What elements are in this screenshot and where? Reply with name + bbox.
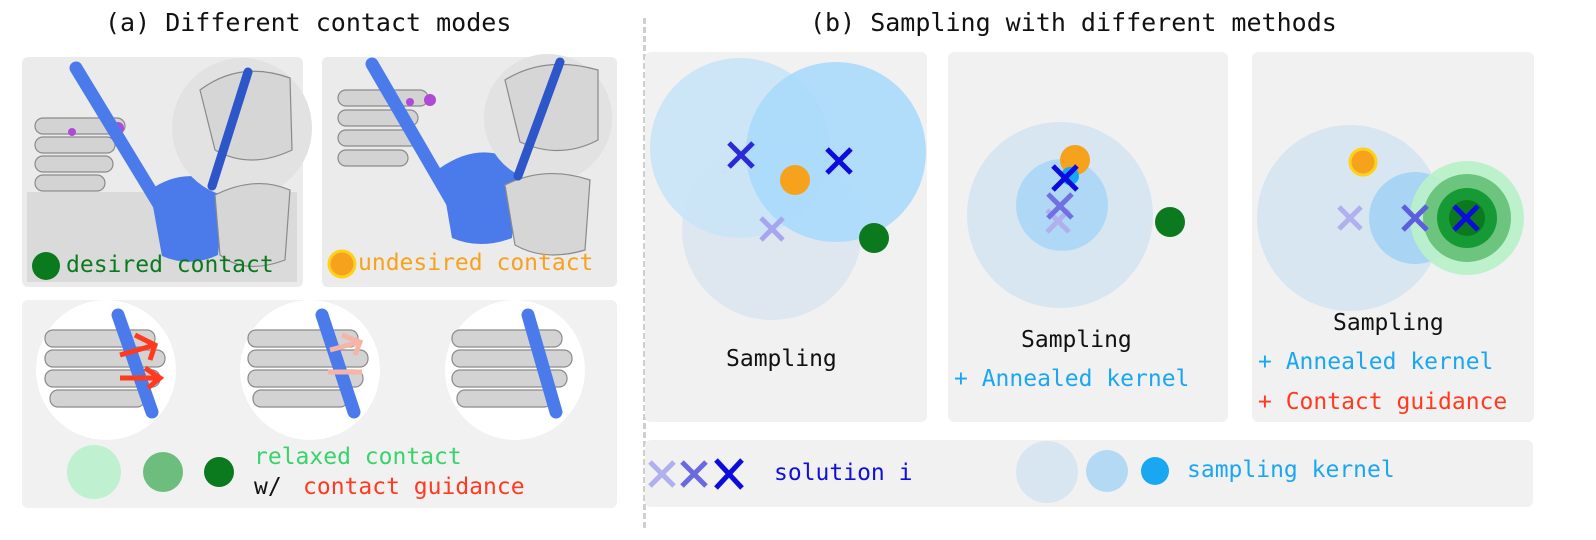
panel1-caption: Sampling (726, 346, 837, 372)
legend-solution-icon (680, 460, 708, 488)
desired-contact-dot (859, 223, 889, 253)
legend-kernel-label: sampling kernel (1187, 457, 1395, 483)
legend-kernel-medium (1086, 450, 1128, 492)
section-divider (643, 18, 646, 528)
panel3-annealed-label: + Annealed kernel (1258, 349, 1494, 375)
relaxed-dot-medium (143, 452, 183, 492)
cup-icon (150, 176, 225, 262)
legend-solution-icon (648, 460, 676, 488)
solution-cross-icon (1051, 164, 1079, 192)
section-a-title: (a) Different contact modes (105, 8, 512, 37)
desired-contact-label: desired contact (66, 252, 274, 278)
undesired-contact-dot (780, 165, 810, 195)
legend-solution-label: solution i (774, 460, 913, 486)
undesired-contact-label: undesired contact (358, 250, 594, 276)
panel3-guidance-label: + Contact guidance (1258, 389, 1508, 415)
panel3-caption: Sampling (1333, 310, 1444, 336)
undesired-contact-dot (327, 249, 357, 279)
legend-kernel-large (1016, 441, 1078, 503)
legend-solution-icon (714, 458, 744, 490)
contact-guidance-label: contact guidance (303, 474, 525, 500)
relaxed-contact-label: relaxed contact (254, 444, 462, 470)
desired-contact-render (27, 58, 312, 282)
sampling-panel-3-graphic (1257, 125, 1524, 311)
guidance-prefix-label: w/ (254, 474, 282, 500)
undesired-contact-dot (1348, 147, 1378, 177)
solution-cross-icon (1337, 205, 1363, 231)
panel2-caption: Sampling (1021, 327, 1132, 353)
desired-contact-dot (32, 252, 60, 280)
relaxed-dot-small (204, 457, 234, 487)
solution-cross-icon (727, 141, 755, 169)
relaxed-hand-2 (240, 300, 380, 440)
desired-contact-dot (1155, 207, 1185, 237)
solution-cross-icon (1452, 204, 1480, 232)
sampling-panel-2-graphic (967, 122, 1185, 308)
relaxed-hand-3 (445, 300, 585, 440)
section-b-title: (b) Sampling with different methods (810, 8, 1337, 37)
panel2-annealed-label: + Annealed kernel (954, 366, 1190, 392)
legend-kernel-small (1141, 457, 1169, 485)
solution-cross-icon (759, 216, 785, 242)
solution-cross-icon (825, 147, 853, 175)
undesired-contact-render (337, 54, 612, 256)
sampling-panel-1-graphic (650, 58, 926, 320)
relaxed-hand-1 (36, 300, 176, 440)
legend-graphics (648, 441, 1169, 503)
kernel-circle (746, 62, 926, 242)
relaxed-dot-large (67, 445, 121, 499)
solution-cross-icon (1046, 192, 1074, 220)
solution-cross-icon (1401, 204, 1429, 232)
